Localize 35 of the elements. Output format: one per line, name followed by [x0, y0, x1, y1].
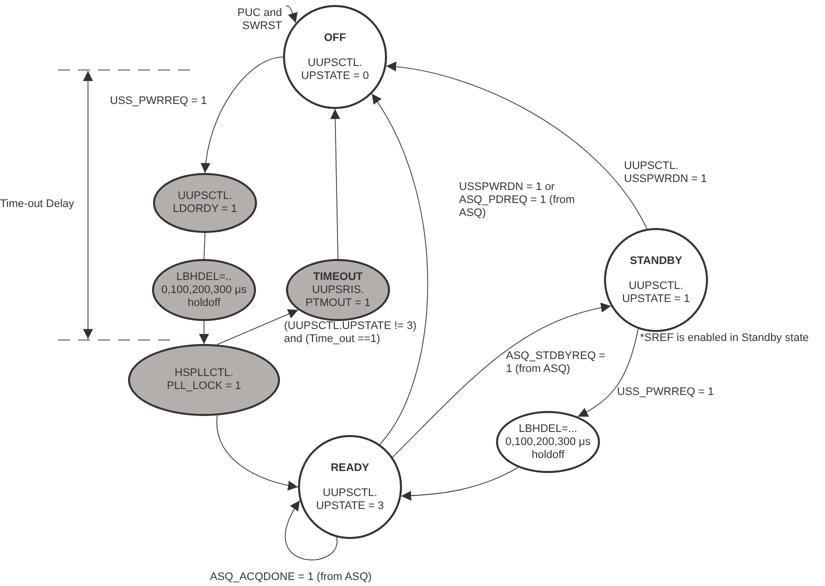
transition-arrow [392, 303, 612, 458]
transition-arrow [285, 500, 338, 560]
state-condition: UUPSCTL. UPSTATE = 1 [621, 280, 691, 306]
edge-label: USSPWRDN = 1 or ASQ_PDREQ = 1 (from ASQ) [459, 181, 576, 220]
edge-label: UUPSCTL. USSPWRDN = 1 [624, 160, 708, 186]
state-condition: LBHDEL=.. 0,100,200,300 μs holdoff [160, 270, 248, 310]
transition-arrow [386, 62, 648, 230]
footnote: *SREF is enabled in Standby state [640, 332, 810, 345]
connector-line [204, 232, 206, 260]
state-name: STANDBY [628, 254, 684, 268]
transition-arrow [577, 328, 639, 417]
edge-label: USS_PWRREQ = 1 [617, 386, 715, 399]
state-condition: LBHDEL=... 0,100,200,300 μs holdoff [504, 422, 592, 462]
transition-arrow [400, 467, 519, 501]
edge-label: USS_PWRREQ = 1 [110, 95, 208, 108]
state-name: READY [330, 462, 370, 474]
transition-arrow [216, 309, 299, 345]
state-name: OFF [323, 32, 347, 44]
transition-arrow [371, 93, 428, 445]
trigger-label: PUC and SWRST [236, 7, 283, 33]
transition-arrow [216, 415, 298, 490]
transition-arrow [201, 56, 284, 174]
state-condition: UUPSRIS. PTMOUT = 1 [304, 284, 372, 310]
edge-label: (UUPSCTL.UPSTATE != 3) and (Time_out ==1) [284, 320, 418, 346]
state-condition: UUPSCTL. UPSTATE = 3 [315, 486, 385, 512]
state-name: TIMEOUT [312, 270, 364, 284]
transition-arrow [286, 6, 298, 24]
edge-label: ASQ_ACQDONE = 1 (from ASQ) [210, 571, 373, 584]
transition-arrow [199, 320, 209, 344]
dimension-label: Time-out Delay [0, 198, 76, 211]
edge-label: ASQ_STDBYREQ = 1 (from ASQ) [506, 350, 606, 376]
transition-arrow [330, 108, 340, 260]
state-condition: HSPLLCTL. PLL_LOCK = 1 [166, 367, 242, 393]
state-condition: UUPSCTL. UPSTATE = 0 [300, 56, 370, 82]
state-condition: UUPSCTL. LDORDY = 1 [172, 190, 238, 216]
